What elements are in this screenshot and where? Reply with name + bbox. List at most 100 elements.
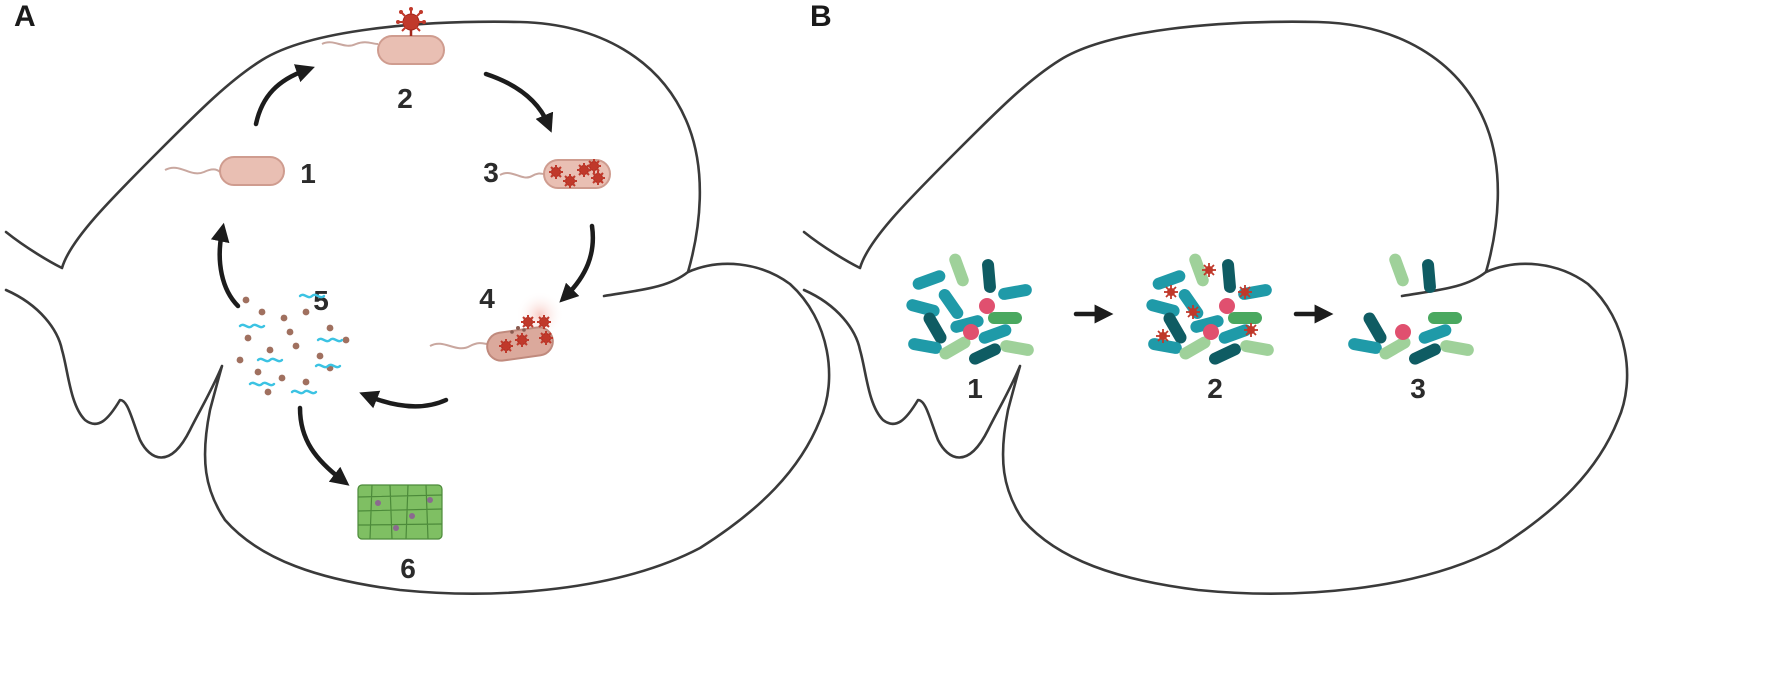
step-2-phage-attachment: 2 [321,7,445,114]
bacterium-rod [939,336,971,360]
arrow-5-to-1 [210,222,241,309]
bacterium-rod [978,324,1012,344]
phage-icon [396,7,426,36]
bacterium-rod [1209,343,1241,365]
debris-dot [316,352,324,360]
bacterium-rod [912,270,946,290]
debris-dot [286,328,294,336]
bacterium-rod [998,284,1032,300]
debris-dot [254,368,262,376]
microbiota-cluster-2 [1146,253,1274,365]
bacterium-icon [377,35,445,65]
panel-a-label: A [14,0,36,33]
bacterium-rod [982,259,996,293]
debris-dot [302,308,310,316]
bacterium-rod [1409,343,1441,365]
debris-dot [242,296,250,304]
bacterium-rod [1163,312,1187,344]
bacterium-rod [1379,336,1411,360]
stomach-outline-a [4,20,831,595]
stomach-inner-fold-a [602,270,690,298]
debris-dot [342,336,350,344]
debris-dot [278,374,286,382]
step-3-label: 3 [483,157,499,188]
stomach-inner-fold-b [1400,270,1488,298]
bacterium-rod [908,338,942,354]
arrow-5-to-6 [297,405,350,486]
bacterium-rod [1152,270,1186,290]
step-2-label: 2 [397,83,413,114]
bacterium-rod [1440,340,1474,356]
arrow-3-to-4 [559,223,596,303]
step-4-lysis: 4 [429,283,564,362]
stomach-outline-b [802,20,1629,595]
b-step-3-label: 3 [1410,373,1426,404]
bacterium-rod [949,253,969,287]
debris-dot [236,356,244,364]
bacterium-rod [906,299,940,317]
step-6-label: 6 [400,553,416,584]
bacterium-rod [1218,324,1252,344]
bacterium-rod [1148,338,1182,354]
microbiota-cluster-3 [1348,253,1474,365]
panel-a: A 1 2 [4,0,831,595]
tissue-icon [357,484,443,540]
debris-dot [292,342,300,350]
bacterium-rod [1348,338,1382,354]
debris-dot [244,334,252,342]
bacterium-rod [1190,315,1224,333]
phage-icon [1164,285,1178,299]
phage-icon [1202,263,1216,277]
step-5-label: 5 [313,285,329,316]
phage-icon [1238,285,1252,299]
arrow-4-to-5 [359,390,449,409]
phage-fiber [298,293,326,299]
debris-dot [264,388,272,396]
bacterium-rod [1228,312,1262,324]
step-1-bacterium: 1 [164,156,316,189]
bacterium-rod [1189,253,1209,287]
bacterium-rod [938,288,964,320]
bacterium-rod [1418,324,1452,344]
bacterium-rod [1178,288,1204,320]
b-step-2-label: 2 [1207,373,1223,404]
step-5-phage-release: 5 [236,285,350,396]
phage-icon [1186,305,1200,319]
step-3-phage-replication: 3 [483,157,611,189]
step-4-label: 4 [479,283,495,314]
arrow-1-to-2 [253,64,315,127]
bacterium-rod [1238,284,1272,300]
bacterium-rod [950,315,984,333]
bacterium-rod [1222,259,1236,293]
b-step-1-label: 1 [967,373,983,404]
pink-cell [1203,324,1219,340]
phage-fiber [248,381,276,387]
phage-icon [1244,323,1258,337]
phage-fiber [256,357,284,363]
pink-cell [963,324,979,340]
pink-cell [1395,324,1411,340]
phage-fiber [290,389,318,395]
bacterium-rod [1179,336,1211,360]
debris-dot [302,378,310,386]
step-1-label: 1 [300,158,316,189]
bacterium-icon [219,156,285,186]
phage-fiber [238,323,266,329]
debris-dot [258,308,266,316]
microbiota-cluster-1 [906,253,1034,365]
pink-cell [1219,298,1235,314]
bacterium-rod [988,312,1022,324]
debris-dot [280,314,288,322]
bacterium-rod [1422,259,1436,293]
debris-dot [326,324,334,332]
debris-dot [266,346,274,354]
bacterium-rod [923,312,947,344]
arrow-2-to-3 [483,71,554,133]
bacterium-rod [1240,340,1274,356]
phage-fiber [316,337,344,343]
phage-icon [1156,329,1170,343]
bacterium-rod [1428,312,1462,324]
phage-fiber [314,363,342,369]
